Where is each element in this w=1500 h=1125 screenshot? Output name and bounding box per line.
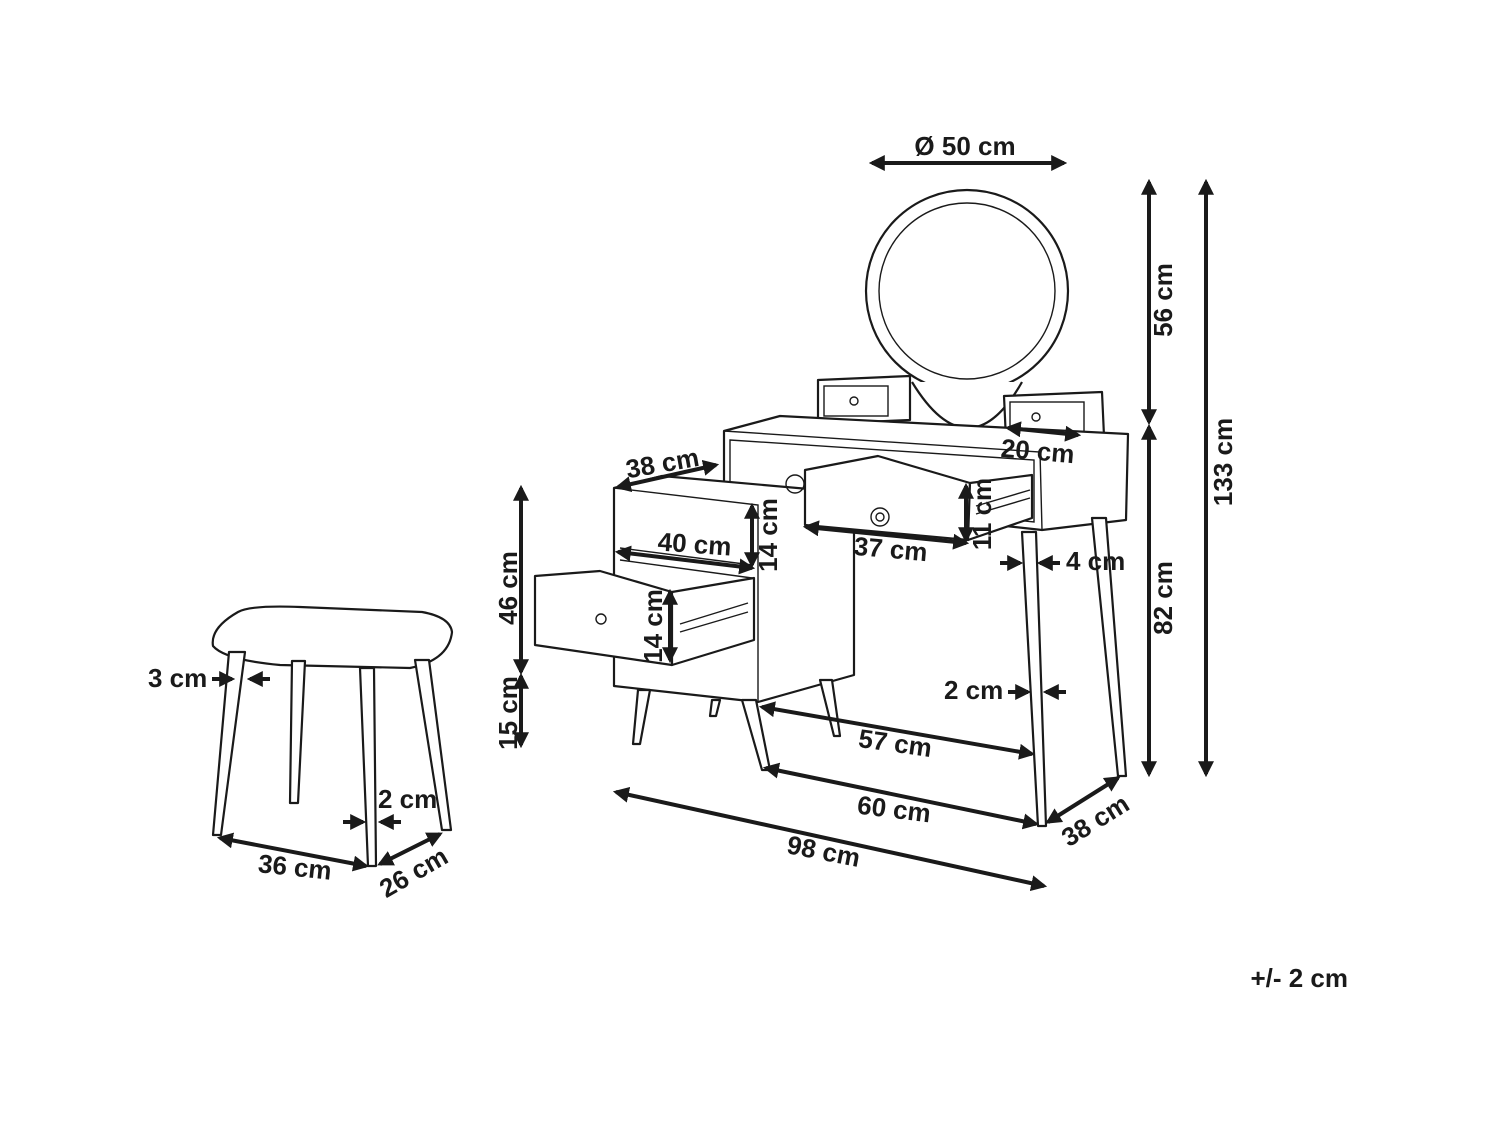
hidden-drawer-ring-pull: [785, 474, 805, 494]
stool-leg-top-label: 3 cm: [148, 663, 207, 693]
total-width-label: 98 cm: [785, 829, 863, 873]
top-drawer-width-label: 37 cm: [853, 531, 929, 567]
cabinet-leg-middle: [708, 698, 722, 718]
stool-leg-back-left: [288, 659, 307, 805]
top-drawer-height-label: 11 cm: [967, 478, 997, 550]
small-drawer-left: [816, 374, 912, 426]
table-depth-label: 38 cm: [1056, 788, 1134, 853]
small-drawer-width-label: 20 cm: [1000, 433, 1076, 469]
stool-leg-bottom-label: 2 cm: [378, 784, 437, 814]
cabinet-drawer-knob: [595, 613, 607, 625]
stool-width-arrow: [216, 832, 370, 872]
cabinet-height-label: 46 cm: [493, 551, 523, 625]
stool-depth-label: 26 cm: [374, 841, 453, 904]
total-width-arrow: [612, 786, 1048, 892]
cabinet-leg-height-label: 15 cm: [493, 676, 523, 750]
leg-width-bottom-label: 2 cm: [944, 675, 1003, 705]
top-drawer-slide: [975, 489, 1031, 515]
cabinet-leg-back: [818, 678, 842, 738]
table-back-panel: [723, 430, 1043, 531]
small-drawer-right-knob: [1031, 412, 1041, 422]
dimension-lines: [212, 155, 1214, 892]
side-drawer-height-label: 14 cm: [638, 589, 668, 663]
mirror-diameter-label: Ø 50 cm: [914, 131, 1015, 161]
stool-leg-back-right: [413, 658, 453, 832]
cabinet-leg-left: [631, 688, 652, 746]
legroom-width-arrow: [758, 701, 1036, 760]
shelf-width-arrow: [614, 545, 756, 575]
vanity-table: [533, 188, 1130, 828]
small-drawer-width-arrow: [1004, 421, 1082, 442]
mirror-height-label: 56 cm: [1148, 263, 1178, 337]
stool: [211, 605, 454, 868]
shelf-height-label: 14 cm: [753, 498, 783, 572]
leg-width-top-label: 4 cm: [1066, 546, 1125, 576]
top-drawer-width-arrow: [802, 520, 970, 550]
stool-leg-front-right: [358, 666, 378, 868]
tolerance-note: +/- 2 cm: [1250, 963, 1348, 993]
stool-seat: [211, 605, 454, 670]
stool-width-label: 36 cm: [257, 848, 333, 886]
cabinet-leg-right: [740, 698, 772, 772]
cabinet-depth-arrow: [614, 459, 720, 493]
small-drawer-left-knob: [849, 396, 859, 406]
table-leg-back: [1090, 516, 1128, 778]
stool-depth-arrow: [377, 832, 443, 866]
mirror-frame: [864, 188, 1070, 394]
table-drawer-opening: [729, 439, 1035, 523]
cabinet-drawer-slide: [679, 602, 749, 633]
table-height-label: 82 cm: [1148, 561, 1178, 635]
total-height-label: 133 cm: [1208, 418, 1238, 506]
mirror-glass: [878, 202, 1056, 380]
table-leg-span-label: 60 cm: [856, 790, 933, 829]
table-leg-front: [1020, 530, 1048, 828]
small-drawer-left-front: [823, 385, 889, 417]
legroom-width-label: 57 cm: [857, 723, 934, 763]
shelf-width-label: 40 cm: [657, 526, 733, 561]
table-depth-arrow: [1045, 776, 1121, 824]
